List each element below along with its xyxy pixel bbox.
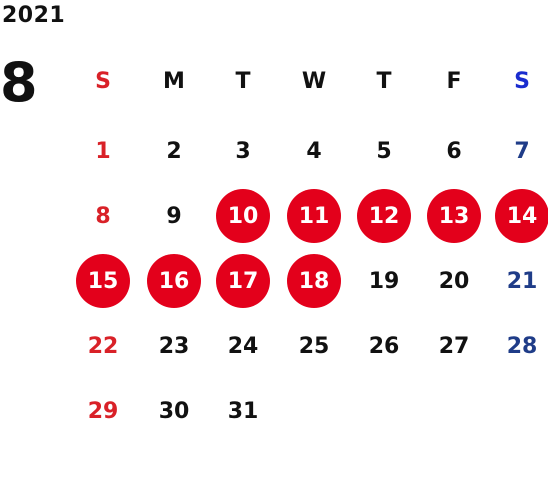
day-cell: 27: [438, 333, 470, 359]
day-cell: 26: [368, 333, 400, 359]
day-cell: 25: [298, 333, 330, 359]
day-cell: 9: [166, 203, 182, 229]
day-cell: 24: [227, 333, 259, 359]
day-cell: 3: [235, 138, 251, 164]
weekday-header: W: [301, 68, 327, 94]
month-label: 8: [0, 51, 38, 114]
highlighted-day-cell: 14: [495, 189, 548, 243]
weekday-header: F: [446, 68, 462, 94]
highlighted-day-cell: 17: [216, 254, 270, 308]
day-cell: 7: [514, 138, 530, 164]
highlighted-day-cell: 18: [287, 254, 341, 308]
highlighted-day-cell: 16: [147, 254, 201, 308]
day-cell: 5: [376, 138, 392, 164]
day-cell: 2: [166, 138, 182, 164]
day-cell: 29: [87, 398, 119, 424]
weekday-header: T: [376, 68, 392, 94]
day-cell: 22: [87, 333, 119, 359]
weekday-header: M: [163, 68, 185, 94]
day-cell: 21: [506, 268, 538, 294]
day-cell: 19: [368, 268, 400, 294]
highlighted-day-cell: 15: [76, 254, 130, 308]
year-label: 2021: [2, 3, 66, 28]
highlighted-day-cell: 12: [357, 189, 411, 243]
day-cell: 30: [158, 398, 190, 424]
day-cell: 23: [158, 333, 190, 359]
day-cell: 28: [506, 333, 538, 359]
day-cell: 6: [446, 138, 462, 164]
day-cell: 8: [95, 203, 111, 229]
day-cell: 1: [95, 138, 111, 164]
weekday-header: S: [95, 68, 111, 94]
highlighted-day-cell: 11: [287, 189, 341, 243]
weekday-header: T: [235, 68, 251, 94]
highlighted-day-cell: 10: [216, 189, 270, 243]
day-cell: 20: [438, 268, 470, 294]
day-cell: 31: [227, 398, 259, 424]
weekday-header: S: [514, 68, 530, 94]
day-cell: 4: [306, 138, 322, 164]
highlighted-day-cell: 13: [427, 189, 481, 243]
